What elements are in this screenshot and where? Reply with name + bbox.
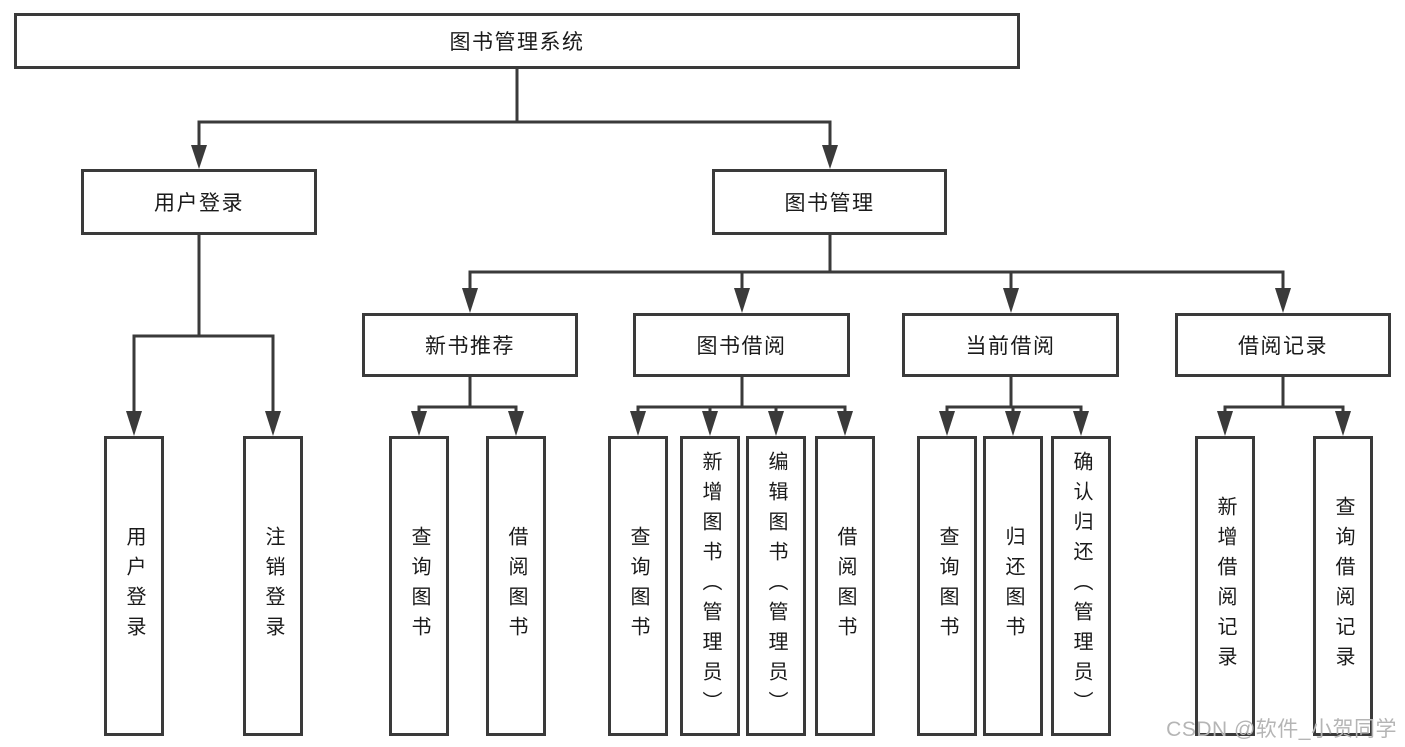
node-recommend-borrow-books: 借阅图书 <box>486 436 546 736</box>
node-label: 借阅记录 <box>1238 335 1328 358</box>
node-records-add-borrow-record: 新增借阅记录 <box>1195 436 1255 736</box>
node-label: 新增图书（管理员） <box>699 451 721 721</box>
node-label: 新增借阅记录 <box>1214 496 1236 676</box>
node-user-login-action: 用户登录 <box>104 436 164 736</box>
node-library-management-system: 图书管理系统 <box>14 13 1020 69</box>
node-current-confirm-return-admin: 确认归还（管理员） <box>1051 436 1111 736</box>
node-label: 图书借阅 <box>696 335 787 358</box>
node-label: 图书管理 <box>784 192 875 215</box>
node-borrow-records: 借阅记录 <box>1175 313 1391 377</box>
node-label: 当前借阅 <box>965 335 1056 358</box>
node-label: 查询图书 <box>408 526 430 646</box>
node-borrow-query-books: 查询图书 <box>608 436 668 736</box>
node-user-login: 用户登录 <box>81 169 317 235</box>
node-recommend-query-books: 查询图书 <box>389 436 449 736</box>
node-label: 编辑图书（管理员） <box>765 451 787 721</box>
node-label: 借阅图书 <box>834 526 856 646</box>
node-current-borrow: 当前借阅 <box>902 313 1119 377</box>
node-current-query-books: 查询图书 <box>917 436 977 736</box>
watermark: CSDN @软件_小贺同学 <box>1166 718 1397 741</box>
node-new-book-recommend: 新书推荐 <box>362 313 578 377</box>
node-label: 归还图书 <box>1002 526 1024 646</box>
node-label: 用户登录 <box>154 192 244 215</box>
node-records-query-borrow-record: 查询借阅记录 <box>1313 436 1373 736</box>
node-borrow-borrow-books: 借阅图书 <box>815 436 875 736</box>
node-borrow-edit-books-admin: 编辑图书（管理员） <box>746 436 806 736</box>
node-label: 注销登录 <box>262 526 284 646</box>
node-label: 查询图书 <box>627 526 649 646</box>
node-label: 图书管理系统 <box>449 31 585 54</box>
node-book-borrow: 图书借阅 <box>633 313 850 377</box>
node-label: 确认归还（管理员） <box>1070 451 1092 721</box>
node-label: 用户登录 <box>123 526 145 646</box>
node-borrow-add-books-admin: 新增图书（管理员） <box>680 436 740 736</box>
node-current-return-books: 归还图书 <box>983 436 1043 736</box>
node-label: 查询图书 <box>936 526 958 646</box>
node-label: 借阅图书 <box>505 526 527 646</box>
node-label: 新书推荐 <box>425 335 515 358</box>
node-label: 查询借阅记录 <box>1332 496 1354 676</box>
node-logout: 注销登录 <box>243 436 303 736</box>
node-book-management: 图书管理 <box>712 169 947 235</box>
